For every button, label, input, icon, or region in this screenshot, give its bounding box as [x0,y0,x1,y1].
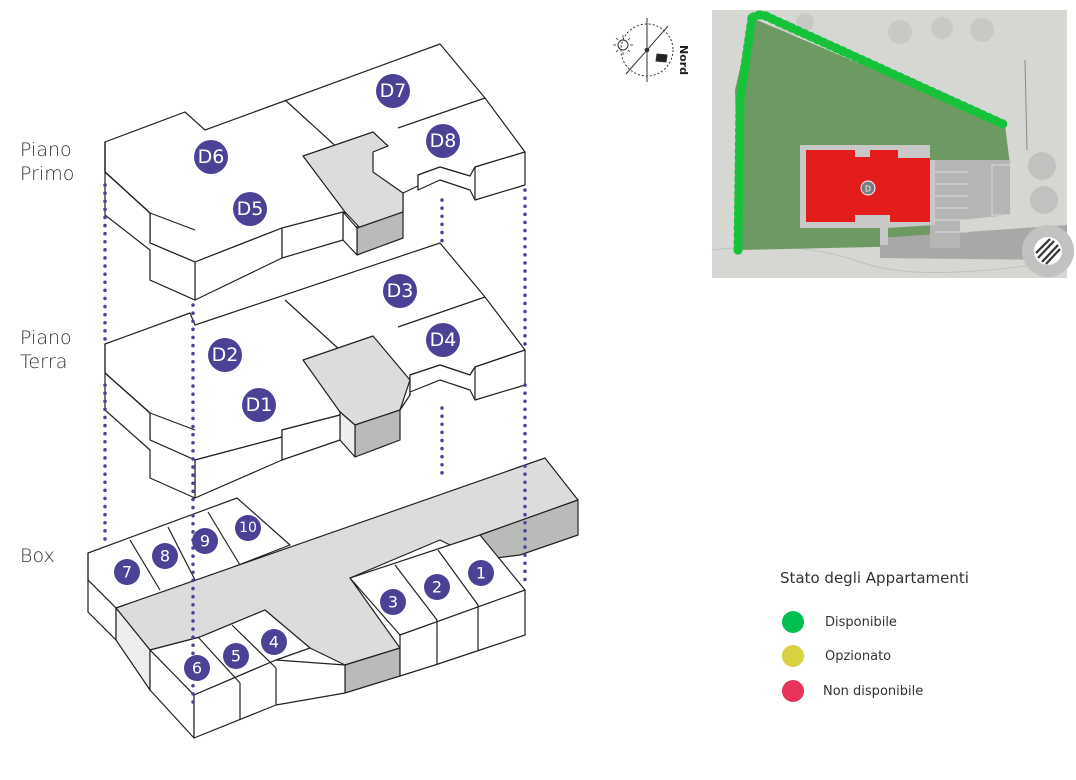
floor-terra-wall [409,349,526,401]
hedge [733,13,757,257]
floor-primo-core [302,131,404,229]
floor-primo-edge [104,171,151,214]
legend-item-label: Disponibile [825,614,897,630]
apartment-label: D6 [198,146,225,168]
apartment-label: D7 [380,80,407,102]
tree-icon [970,18,994,42]
floor-primo-edge [149,212,196,231]
floor-primo [104,43,526,301]
box-divider [167,526,196,581]
box-badge-5[interactable]: 5 [223,643,249,669]
box-badge-9[interactable]: 9 [192,528,218,554]
box-row-right-front [399,589,526,677]
legend-item-opzionato[interactable]: Opzionato [782,645,891,667]
box-label: 9 [200,532,210,551]
box-badge-1[interactable]: 1 [468,560,494,586]
apartment-label: D1 [246,394,273,416]
box-divider [231,624,277,669]
apartment-badge-d4[interactable]: D4 [426,323,460,357]
box-label: 6 [192,659,202,678]
compass-icon: Nord [613,18,690,82]
box-badge-3[interactable]: 3 [380,589,406,615]
building-marker-label: D [865,185,871,194]
tree-icon [1028,152,1056,180]
floor-box [87,457,579,739]
apartment-label: D4 [430,329,457,351]
tree-icon [1030,186,1058,214]
status-dot-icon [782,645,804,667]
floor-primo-wall [397,97,486,129]
box-divider [129,539,161,591]
box-label: 7 [122,563,132,582]
floor-label-primo: Piano Primo [20,139,75,185]
box-row-lower-front [193,659,346,739]
floor-terra-edge [104,372,151,414]
apartment-badge-d2[interactable]: D2 [208,338,242,372]
box-divider [197,636,241,684]
box-label: 5 [231,647,241,666]
compass-label: Nord [677,45,690,75]
parking-lines [935,164,1015,233]
parking [930,160,1010,248]
box-badge-7[interactable]: 7 [114,559,140,585]
alignment-lines [103,183,527,707]
roundabout-center [1034,237,1062,265]
box-badge-10[interactable]: 10 [235,515,261,541]
apartment-badges[interactable]: D5 D6 D7 D8 D1 D2 [194,74,460,422]
box-badges[interactable]: 1 2 3 4 5 6 7 [114,515,494,681]
tree-icon [888,20,912,44]
box-label: 8 [160,547,170,566]
box-divider [394,564,438,621]
apartment-badge-d3[interactable]: D3 [383,274,417,308]
box-badge-6[interactable]: 6 [184,655,210,681]
building-marker[interactable] [860,180,876,196]
status-dot-icon [782,680,804,702]
apartment-badge-d1[interactable]: D1 [242,388,276,422]
legend-item-label: Non disponibile [823,683,924,699]
apartment-badge-d5[interactable]: D5 [233,192,267,226]
apartment-badge-d7[interactable]: D7 [376,74,410,108]
apartment-label: D5 [237,198,264,220]
floor-terra-wall [284,299,341,351]
road [880,225,1067,260]
floor-terra [104,242,526,499]
floor-label-terra: Piano Terra [20,327,72,373]
site-map: D [711,10,1074,278]
roundabout-hatch [1035,238,1061,265]
apartment-label: D2 [212,344,239,366]
box-badge-2[interactable]: 2 [424,574,450,600]
status-dot-icon [782,611,804,633]
apartment-badge-d6[interactable]: D6 [194,140,228,174]
box-label: 10 [239,520,257,536]
box-divider [207,511,241,566]
legend-title: Stato degli Appartamenti [780,569,969,587]
floor-terra-wall [397,296,486,328]
tree-icon [796,13,814,31]
floor-primo-wall [281,211,344,259]
box-label: 3 [388,593,398,612]
floor-label-box: Box [20,545,55,567]
apartment-label: D8 [430,130,457,152]
apartment-badge-d8[interactable]: D8 [426,124,460,158]
floor-primo-wall [284,99,341,151]
floor-terra-wall [281,414,341,461]
box-label: 4 [269,633,279,652]
box-label: 1 [476,564,486,583]
legend-item-non-disponibile[interactable]: Non disponibile [782,680,923,702]
floor-primo-wall [417,151,526,201]
box-badge-4[interactable]: 4 [261,629,287,655]
apartment-label: D3 [387,280,414,302]
box-divider [437,549,479,606]
legend-item-label: Opzionato [825,648,892,664]
box-badge-8[interactable]: 8 [152,543,178,569]
fence-line [1024,59,1028,151]
floor-terra-edge [149,412,196,431]
box-label: 2 [432,578,442,597]
legend-item-disponibile[interactable]: Disponibile [782,611,897,633]
tree-icon [931,17,953,39]
